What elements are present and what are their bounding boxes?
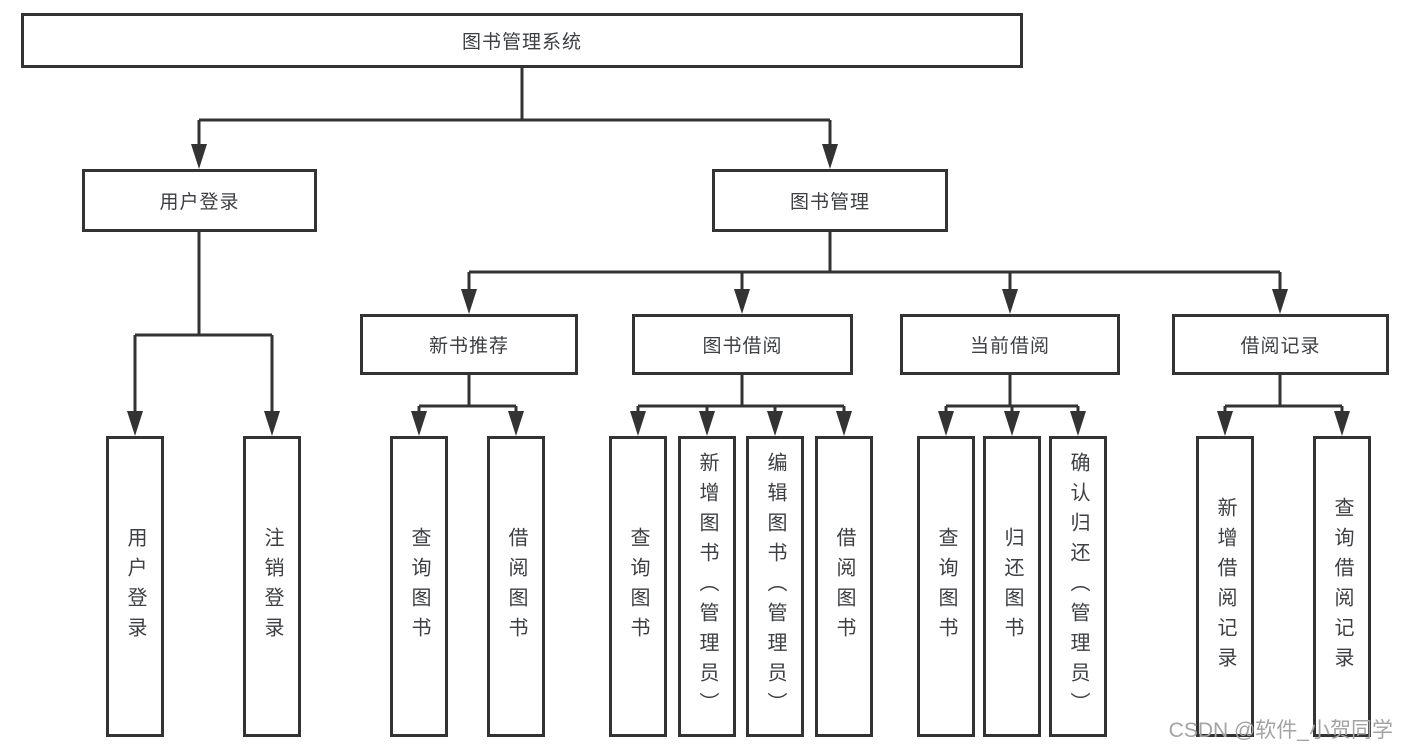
leaf-return-books: 归还图书 [983, 436, 1041, 737]
leaf-query-books-borrow: 查询图书 [609, 436, 667, 737]
node-current-borrow-label: 当前借阅 [969, 336, 1050, 357]
leaf-confirm-return-admin-label: 确认归还（管理员） [1067, 451, 1089, 722]
leaf-borrow-books-label: 借阅图书 [833, 526, 855, 647]
leaf-add-books-admin-label: 新增图书（管理员） [696, 451, 718, 722]
leaf-query-books-recommend: 查询图书 [390, 436, 448, 737]
node-book-borrow-label: 图书借阅 [702, 336, 783, 357]
leaf-query-books-recommend-label: 查询图书 [408, 526, 430, 647]
leaf-query-borrow-record-label: 查询借阅记录 [1331, 496, 1353, 677]
leaf-logout-label: 注销登录 [261, 526, 283, 647]
node-new-book-recommend-label: 新书推荐 [428, 336, 509, 357]
leaf-edit-books-admin: 编辑图书（管理员） [746, 436, 804, 737]
node-new-book-recommend: 新书推荐 [360, 314, 578, 375]
leaf-borrow-books-recommend: 借阅图书 [487, 436, 545, 737]
leaf-query-borrow-record: 查询借阅记录 [1313, 436, 1371, 737]
leaf-borrow-books: 借阅图书 [815, 436, 873, 737]
node-book-management: 图书管理 [712, 169, 948, 232]
leaf-user-login: 用户登录 [106, 436, 164, 737]
leaf-borrow-books-recommend-label: 借阅图书 [505, 526, 527, 647]
node-root: 图书管理系统 [21, 13, 1023, 68]
node-user-login: 用户登录 [82, 169, 317, 232]
node-user-login-label: 用户登录 [159, 192, 240, 213]
node-root-label: 图书管理系统 [461, 32, 582, 53]
csdn-watermark: CSDN @软件_小贺同学 [1168, 719, 1393, 742]
leaf-confirm-return-admin: 确认归还（管理员） [1049, 436, 1107, 737]
leaf-add-books-admin: 新增图书（管理员） [678, 436, 736, 737]
leaf-add-borrow-record-label: 新增借阅记录 [1214, 496, 1236, 677]
leaf-return-books-label: 归还图书 [1001, 526, 1023, 647]
node-book-borrow: 图书借阅 [632, 314, 853, 375]
leaf-edit-books-admin-label: 编辑图书（管理员） [764, 451, 786, 722]
node-current-borrow: 当前借阅 [900, 314, 1120, 375]
leaf-logout: 注销登录 [243, 436, 301, 737]
leaf-query-books-current-label: 查询图书 [935, 526, 957, 647]
leaf-query-books-borrow-label: 查询图书 [627, 526, 649, 647]
leaf-add-borrow-record: 新增借阅记录 [1196, 436, 1254, 737]
leaf-query-books-current: 查询图书 [917, 436, 975, 737]
node-book-management-label: 图书管理 [789, 192, 870, 213]
leaf-user-login-label: 用户登录 [124, 526, 146, 647]
node-borrow-records: 借阅记录 [1172, 314, 1389, 375]
node-borrow-records-label: 借阅记录 [1240, 336, 1321, 357]
